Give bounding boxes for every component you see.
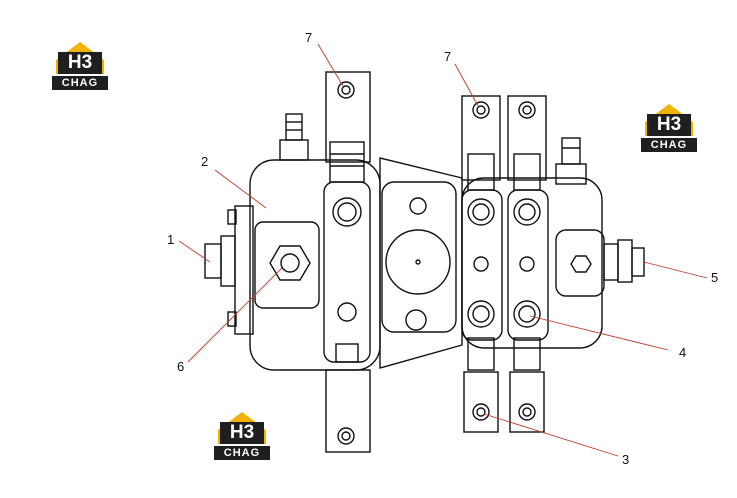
spool-a-body <box>461 189 503 341</box>
right-spool-b-cap <box>507 95 547 181</box>
top-stud-left <box>285 113 303 141</box>
spool-b-port-upper <box>513 198 541 226</box>
right-hex-plug <box>570 255 592 273</box>
callout-3: 3 <box>622 452 630 467</box>
callout-2: 2 <box>201 154 209 169</box>
spool-a-port-lower <box>467 300 495 328</box>
upper-cap-bolt <box>337 81 355 99</box>
logo-mark: H3 <box>58 52 102 74</box>
logo-mark: H3 <box>647 114 691 136</box>
main-valve-body <box>249 159 381 371</box>
leader-lines <box>178 43 708 457</box>
lower-cap-bolt <box>337 427 355 445</box>
right-valve-body <box>461 177 603 349</box>
top-fitting-left <box>279 139 309 161</box>
logo-bottom-left: H3 CHAG <box>214 410 270 464</box>
spool-a-port-upper <box>467 198 495 226</box>
callout-7-top-right: 7 <box>444 49 452 64</box>
left-bolt <box>227 311 237 327</box>
logo-mark: H3 <box>220 422 264 444</box>
spool-b-port-lower <box>513 300 541 328</box>
left-bolt <box>227 209 237 225</box>
center-hole-top <box>409 197 427 215</box>
spool-b-nut <box>513 153 541 191</box>
logo-top-right: H3 CHAG <box>641 102 697 156</box>
spool-b-lower-cap <box>509 371 545 433</box>
callout-1: 1 <box>167 232 175 247</box>
right-spool-a-cap <box>461 95 501 181</box>
callout-6: 6 <box>177 359 185 374</box>
hex-plug-bore <box>280 253 300 273</box>
spool-a-lower-nut <box>467 337 495 371</box>
spool-port-lower <box>337 302 357 322</box>
top-stud-right <box>561 137 581 165</box>
lower-spool-cap <box>325 369 371 453</box>
right-port-nut <box>603 243 619 281</box>
right-cover-plate <box>555 229 605 297</box>
callout-4: 4 <box>679 345 687 360</box>
spool-b-lower-nut <box>513 337 541 371</box>
spool-a-lower-cap <box>463 371 499 433</box>
spool-b-body <box>507 189 549 341</box>
callout-7-top-left: 7 <box>305 30 313 45</box>
left-port-nut <box>220 235 236 287</box>
top-fitting-right <box>555 163 587 185</box>
spool-a-nut <box>467 153 495 191</box>
upper-spool-cap <box>325 71 371 163</box>
logo-brand: CHAG <box>214 446 270 460</box>
spool-port-upper <box>332 197 362 227</box>
logo-top-left: H3 CHAG <box>52 40 108 94</box>
logo-brand: CHAG <box>641 138 697 152</box>
hex-plug <box>269 245 311 281</box>
left-spool-body <box>323 181 371 363</box>
spool-b-top-bolt <box>518 101 536 119</box>
center-plate <box>381 181 457 333</box>
logo-brand: CHAG <box>52 76 108 90</box>
spool-lower-nut <box>335 343 359 363</box>
left-cover-plate <box>254 221 320 309</box>
callout-5: 5 <box>711 270 719 285</box>
left-port-fitting <box>204 243 222 279</box>
center-hole-bottom <box>405 309 427 331</box>
center-housing <box>379 157 463 369</box>
center-large-bore <box>385 229 451 295</box>
left-side-plate <box>234 205 254 335</box>
right-port-fitting <box>631 247 645 277</box>
spool-a-top-bolt <box>472 101 490 119</box>
right-port-flange <box>617 239 633 283</box>
